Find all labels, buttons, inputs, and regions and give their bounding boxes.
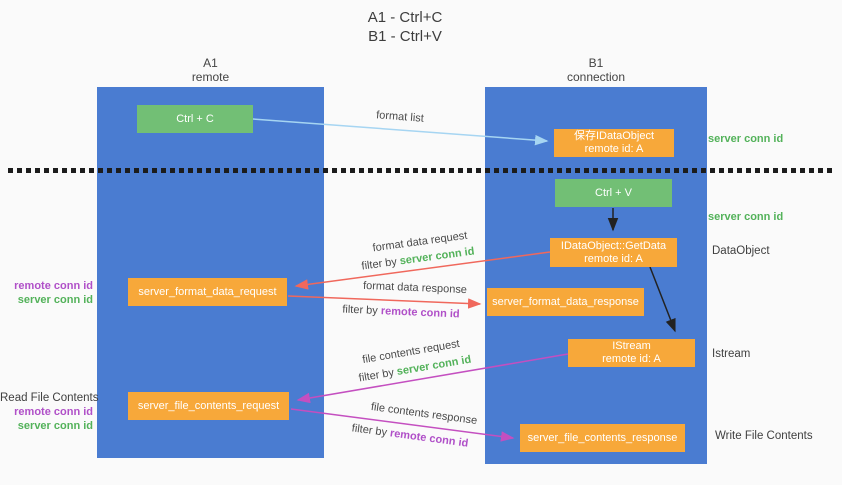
getdata-line1: IDataObject::GetData xyxy=(560,239,667,252)
server-format-data-request-node: server_format_data_request xyxy=(128,278,287,306)
filter-by-text: filter by xyxy=(342,303,379,318)
istream-line2: remote id: A xyxy=(602,353,661,365)
column-header-a1: A1 remote xyxy=(97,56,324,84)
title-line-2: B1 - Ctrl+V xyxy=(368,28,442,45)
ctrl-v-node: Ctrl + V xyxy=(555,179,672,207)
server-file-contents-response-node: server_file_contents_response xyxy=(520,424,685,452)
server-conn-id-annotation: server conn id xyxy=(17,420,93,432)
remote-conn-id-annotation: remote conn id xyxy=(14,406,93,418)
column-a1-name: A1 xyxy=(203,56,218,70)
column-b1-name: B1 xyxy=(588,56,604,70)
ctrl-c-node: Ctrl + C xyxy=(137,105,253,133)
server-format-data-request-label: server_format_data_request xyxy=(138,285,277,298)
server-conn-id-annotation: server conn id xyxy=(17,294,93,306)
file-contents-request-arrow xyxy=(296,353,569,404)
istream-annotation: Istream xyxy=(712,348,751,360)
getdata-line2: remote id: A xyxy=(584,252,643,265)
format-request-conn-annotations: remote conn id server conn id xyxy=(0,279,93,307)
copy-paste-separator-line xyxy=(8,168,832,173)
ctrl-v-label: Ctrl + V xyxy=(595,186,632,199)
write-file-contents-annotation: Write File Contents xyxy=(715,430,813,442)
column-b1-subtitle: connection xyxy=(566,70,626,84)
read-file-contents-annotation: Read File Contents xyxy=(0,392,99,404)
format-data-request-arrow xyxy=(294,251,551,290)
save-idataobject-line1: 保存IDataObject xyxy=(573,130,655,142)
server-conn-id-annotation-top: server conn id xyxy=(708,133,784,145)
diagram-title: A1 - Ctrl+C B1 - Ctrl+V xyxy=(0,8,810,46)
server-file-contents-request-label: server_file_contents_request xyxy=(137,399,280,412)
istream-line1: IStream xyxy=(612,340,651,352)
server-conn-id-annotation-mid: server conn id xyxy=(708,211,784,223)
ctrl-c-label: Ctrl + C xyxy=(176,112,214,125)
file-contents-response-arrow xyxy=(290,408,515,442)
server-file-contents-response-label: server_file_contents_response xyxy=(527,431,678,444)
file-request-conn-annotations: Read File Contents remote conn id server… xyxy=(0,391,99,433)
save-idataobject-node: 保存IDataObject remote id: A xyxy=(554,129,674,157)
save-idataobject-line2: remote id: A xyxy=(584,143,644,155)
column-a1-subtitle: remote xyxy=(191,70,230,84)
format-data-response-arrow xyxy=(287,295,482,309)
remote-conn-id-annotation: remote conn id xyxy=(14,280,93,292)
getdata-to-istream-arrow xyxy=(649,266,676,333)
getdata-node: IDataObject::GetData remote id: A xyxy=(550,238,677,267)
format-list-arrow xyxy=(252,118,549,146)
dataobject-annotation: DataObject xyxy=(712,245,770,257)
server-file-contents-request-node: server_file_contents_request xyxy=(128,392,289,420)
server-format-data-response-node: server_format_data_response xyxy=(487,288,644,316)
server-format-data-response-label: server_format_data_response xyxy=(492,295,639,308)
column-header-b1: B1 connection xyxy=(485,56,707,84)
title-line-1: A1 - Ctrl+C xyxy=(367,9,443,26)
istream-node: IStream remote id: A xyxy=(568,339,695,367)
